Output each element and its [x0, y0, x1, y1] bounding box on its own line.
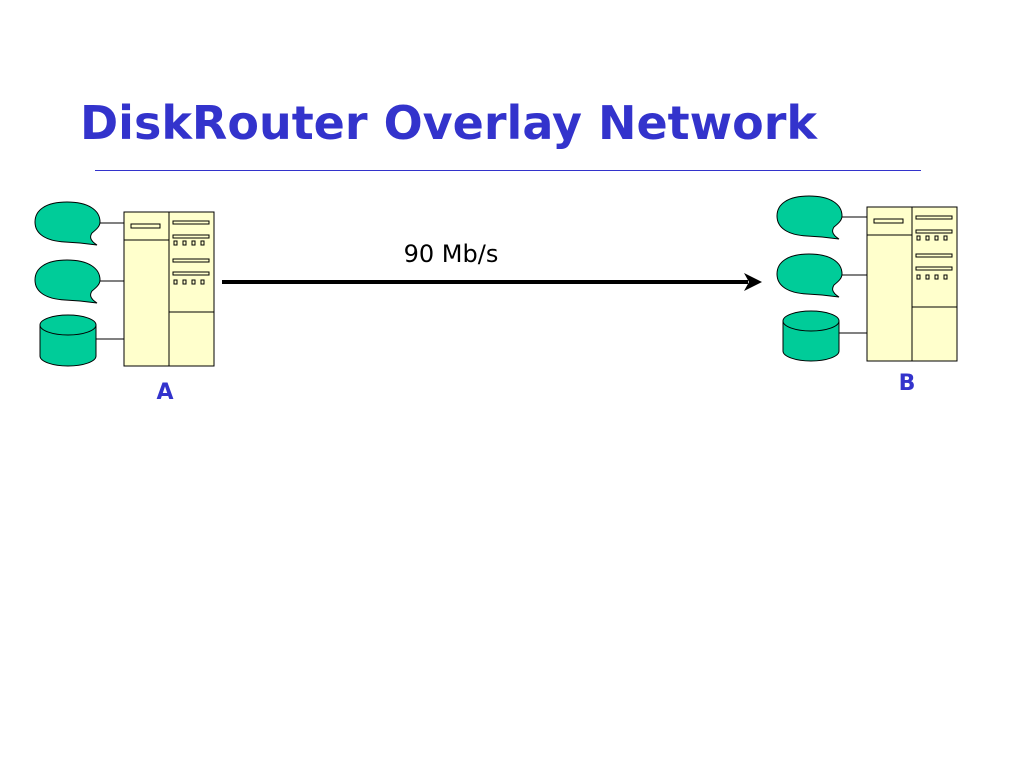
connector-lines [838, 216, 867, 334]
slide-title: DiskRouter Overlay Network [80, 96, 818, 150]
client-speech-bubble-icon [34, 259, 101, 304]
title-divider [95, 170, 921, 171]
disk-cylinder-icon [39, 314, 97, 367]
node-label-b: B [899, 371, 916, 396]
client-speech-bubble-icon [34, 201, 101, 246]
link-bandwidth-label: 90 Mb/s [404, 240, 499, 268]
cluster-b: B [776, 195, 958, 396]
server-tower-icon [123, 211, 215, 367]
arrowhead-icon [744, 273, 762, 291]
cluster-a: A [34, 201, 215, 405]
network-link: 90 Mb/s [222, 240, 762, 291]
client-speech-bubble-icon [776, 253, 843, 298]
node-label-a: A [156, 380, 173, 405]
connector-lines [96, 222, 124, 340]
disk-cylinder-icon [782, 310, 840, 362]
server-tower-icon [866, 206, 958, 362]
client-speech-bubble-icon [776, 195, 843, 240]
